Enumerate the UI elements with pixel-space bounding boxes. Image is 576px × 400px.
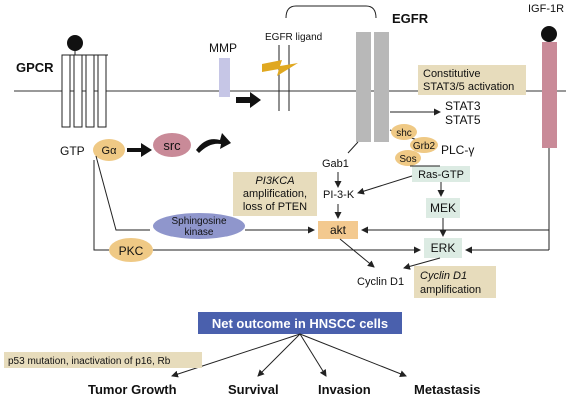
pi3kca-line1: PI3KCA xyxy=(255,175,294,187)
mek-box xyxy=(426,198,460,218)
erk-cyclin-arrow xyxy=(403,257,441,270)
pkc-label: PKC xyxy=(119,244,144,258)
outcome-survival: Survival xyxy=(228,382,279,397)
egfr-ligand xyxy=(262,45,298,111)
src-oval xyxy=(153,133,191,157)
shc-oval xyxy=(391,124,417,140)
pi3kca-box xyxy=(233,172,317,216)
constitutive-box xyxy=(418,65,526,95)
gtp-label: GTP xyxy=(60,144,85,158)
pi3k-label: PI-3-K xyxy=(323,189,355,201)
erk-label: ERK xyxy=(431,241,456,255)
outcome-metastasis: Metastasis xyxy=(414,382,480,397)
ligand-bracket xyxy=(285,5,377,19)
pi3kca-line2: amplification, xyxy=(243,188,307,200)
ras-gtp-label: Ras-GTP xyxy=(418,169,464,181)
sos-label: Sos xyxy=(399,154,416,165)
galpha-oval xyxy=(93,139,125,161)
cyclin-amp-line1: Cyclin D1 xyxy=(420,270,467,282)
plc-label: PLC-γ xyxy=(441,143,474,157)
cyclin-amp-box xyxy=(414,266,496,298)
gpcr-label: GPCR xyxy=(16,60,54,75)
outcome-arrow-invasion xyxy=(299,333,327,377)
erk-box xyxy=(424,238,462,258)
egfr-gab1-line xyxy=(347,141,359,154)
galpha-label: Gα xyxy=(102,145,118,157)
mek-label: MEK xyxy=(430,201,456,215)
akt-label: akt xyxy=(330,223,347,237)
src-label: src xyxy=(163,138,181,153)
mmp-label: MMP xyxy=(209,41,237,55)
cyclin-d1-label: Cyclin D1 xyxy=(357,276,404,288)
igf1r-receptor xyxy=(542,42,557,148)
galpha-src-arrow xyxy=(127,143,152,157)
akt-box xyxy=(318,221,358,239)
igf1r-ligand-dot xyxy=(541,26,557,42)
pi3kca-line3: loss of PTEN xyxy=(243,201,307,213)
akt-cyclin-arrow xyxy=(339,238,375,268)
constitutive-line1: Constitutive xyxy=(423,68,480,80)
sphingosine-line1: Sphingosine xyxy=(171,216,226,227)
igf1r-label: IGF-1R xyxy=(528,3,564,15)
outcome-invasion: Invasion xyxy=(318,382,371,397)
grb2-oval xyxy=(410,137,438,153)
ras-gtp-box xyxy=(412,166,470,182)
gpcr-receptor xyxy=(61,35,108,128)
cyclin-amp-line2: amplification xyxy=(420,284,481,296)
galpha-sphingosine-line xyxy=(95,155,150,231)
egfr-ligand-label: EGFR ligand xyxy=(265,32,322,43)
mmp-bar xyxy=(219,58,230,97)
grb2-label: Grb2 xyxy=(413,141,436,152)
outcome-arrow-metastasis xyxy=(299,333,407,378)
gab1-label: Gab1 xyxy=(322,158,349,170)
sphingosine-kinase-oval xyxy=(153,213,245,239)
net-outcome-label: Net outcome in HNSCC cells xyxy=(212,316,388,331)
p53-label: p53 mutation, inactivation of p16, Rb xyxy=(8,356,171,367)
shc-label: shc xyxy=(396,128,412,139)
mmp-ligand-arrow xyxy=(236,92,261,108)
sos-oval xyxy=(395,150,421,166)
sphingosine-line2: kinase xyxy=(185,227,214,238)
ras-pi3k-arrow xyxy=(357,175,413,195)
stat5-label: STAT5 xyxy=(445,113,481,127)
egfr-label: EGFR xyxy=(392,11,429,26)
constitutive-line2: STAT3/5 activation xyxy=(423,81,514,93)
net-outcome-box xyxy=(198,312,402,334)
p53-box xyxy=(4,352,202,368)
outcome-arrow-survival xyxy=(257,333,301,377)
pkc-oval xyxy=(109,238,153,262)
gtp-pkc-line xyxy=(93,160,109,251)
src-mmp-arrow xyxy=(196,133,231,153)
outcome-arrow-growth xyxy=(171,333,301,378)
outcome-tumor-growth: Tumor Growth xyxy=(88,382,177,397)
egfr-receptor xyxy=(356,32,389,142)
stat3-label: STAT3 xyxy=(445,99,481,113)
